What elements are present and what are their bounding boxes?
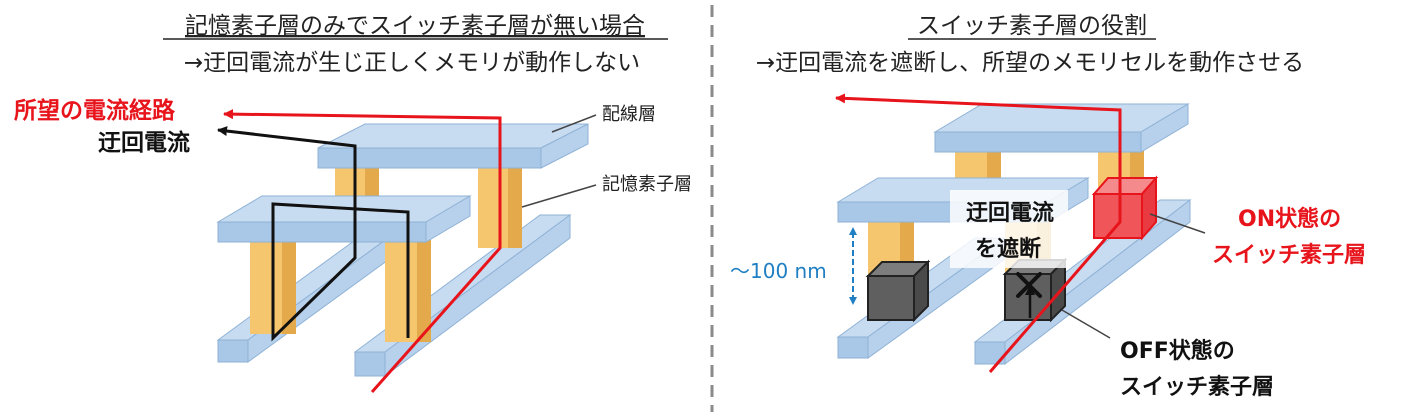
left-memory-pillar-front-1 xyxy=(250,238,296,334)
leader-wiring-layer xyxy=(551,114,597,133)
left-middle-wire xyxy=(216,195,472,243)
label-off-line1: OFF状態の xyxy=(1120,338,1235,364)
label-on-line2: スイッチ素子層 xyxy=(1212,242,1366,268)
block-label-box xyxy=(950,190,1068,268)
left-memory-pillar-front-2 xyxy=(385,238,431,342)
block-x-mark xyxy=(1016,272,1042,298)
right-title: スイッチ素子層の役割 xyxy=(917,13,1147,39)
desired-current-path xyxy=(223,109,502,393)
right-top-wire xyxy=(933,103,1190,153)
label-desired-path: 所望の電流経路 xyxy=(14,97,176,124)
left-subtitle: →迂回電流が生じ正しくメモリが動作しない xyxy=(184,50,640,76)
label-block-line1: 迂回電流 xyxy=(966,200,1054,226)
right-panel xyxy=(835,93,1206,373)
label-sneak-current: 迂回電流 xyxy=(98,129,190,156)
left-title: 記憶素子層のみでスイッチ素子層が無い場合 xyxy=(185,13,645,39)
right-subtitle: →迂回電流を遮断し、所望のメモリセルを動作させる xyxy=(756,50,1304,76)
on-switch-element xyxy=(1091,175,1159,241)
leader-off-switch xyxy=(1061,309,1111,339)
right-desired-current-path xyxy=(835,93,1122,373)
label-on-line1: ON状態の xyxy=(1238,206,1341,232)
leader-memory-layer xyxy=(521,184,597,208)
label-off-line2: スイッチ素子層 xyxy=(1120,374,1274,400)
leader-on-switch xyxy=(1149,213,1206,234)
label-scale: ～100 nm xyxy=(730,259,827,283)
sneak-current-path xyxy=(217,126,410,342)
left-top-wire xyxy=(317,123,589,169)
label-memory-layer: 記憶素子層 xyxy=(602,174,692,195)
left-panel xyxy=(216,109,597,393)
off-switch-element-1 xyxy=(865,259,931,323)
label-block-line2: を遮断 xyxy=(975,236,1041,262)
left-memory-pillar-back-2 xyxy=(478,166,522,248)
label-wiring-layer: 配線層 xyxy=(602,104,656,125)
